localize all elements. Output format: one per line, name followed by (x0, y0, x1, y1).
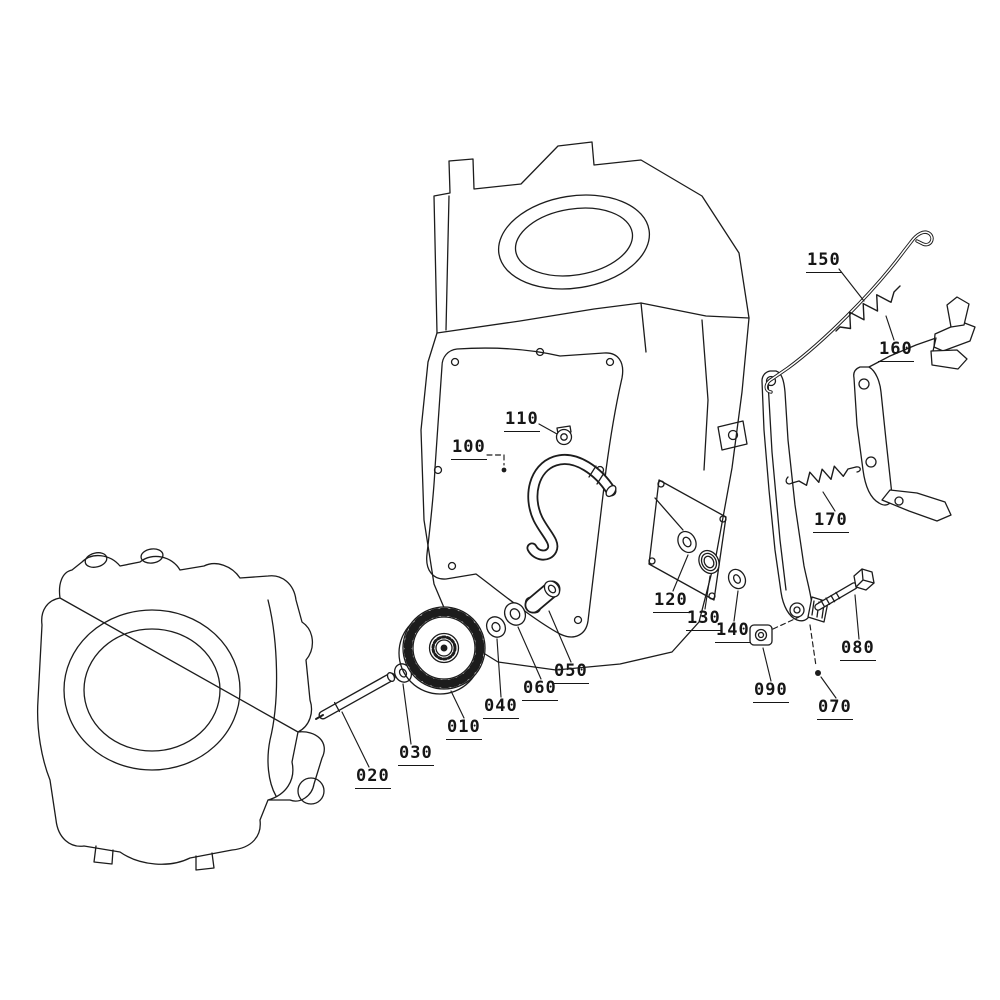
part-label-020: 020 (355, 768, 391, 789)
gear-010 (398, 606, 486, 695)
governor-lever-assembly (749, 370, 875, 676)
part-label-050: 050 (553, 663, 589, 684)
leader-040 (496, 638, 502, 698)
leader-170 (822, 491, 836, 512)
leader-110 (538, 423, 558, 435)
leader-100 (486, 454, 505, 466)
transmission-housing (36, 548, 325, 871)
engine-block (420, 141, 750, 671)
leader-130 (704, 575, 711, 610)
part-label-090: 090 (753, 682, 789, 703)
oil-pipe-assembly (526, 425, 747, 590)
leader-lines (341, 268, 895, 768)
governor-rod-150 (764, 230, 934, 394)
part-label-040: 040 (483, 698, 519, 719)
exploded-gear-parts (315, 580, 561, 720)
washer-120 (677, 530, 697, 554)
bolt-080 (814, 568, 875, 611)
part-label-130: 130 (686, 610, 722, 631)
part-label-060: 060 (522, 680, 558, 701)
leader-140 (733, 590, 739, 622)
washer-040 (485, 616, 507, 638)
leader-060 (517, 626, 542, 680)
part-label-030: 030 (398, 745, 434, 766)
part-label-120: 120 (653, 592, 689, 613)
part-label-160: 160 (878, 341, 914, 362)
leader-010 (450, 690, 465, 719)
leader-150 (838, 268, 865, 302)
collar-050 (524, 580, 561, 614)
oil-pipe-body (528, 455, 615, 559)
part-label-010: 010 (446, 719, 482, 740)
washer-130 (698, 549, 720, 575)
washer-060 (503, 602, 527, 626)
washer-140 (727, 568, 747, 590)
pin-070 (815, 670, 821, 676)
part-label-080: 080 (840, 640, 876, 661)
leader-160 (885, 315, 895, 341)
spring-160 (835, 285, 901, 332)
spring-170 (785, 465, 861, 486)
leader-070 (820, 676, 837, 699)
leader-120 (672, 554, 689, 592)
control-fork-bracket (853, 296, 976, 522)
leader-030 (402, 683, 412, 745)
part-label-070: 070 (817, 699, 853, 720)
part-label-100: 100 (451, 439, 487, 460)
part-label-140: 140 (715, 622, 751, 643)
leader-090 (762, 647, 772, 682)
rod-and-springs (764, 230, 976, 522)
leader-050 (548, 610, 572, 663)
leader-020 (341, 711, 370, 768)
leader-080 (854, 594, 860, 640)
nut-090 (749, 624, 773, 646)
governor-lever (761, 370, 813, 622)
part-label-170: 170 (813, 512, 849, 533)
part-label-110: 110 (504, 411, 540, 432)
part-label-150: 150 (806, 252, 842, 273)
shaft-020 (315, 672, 396, 720)
